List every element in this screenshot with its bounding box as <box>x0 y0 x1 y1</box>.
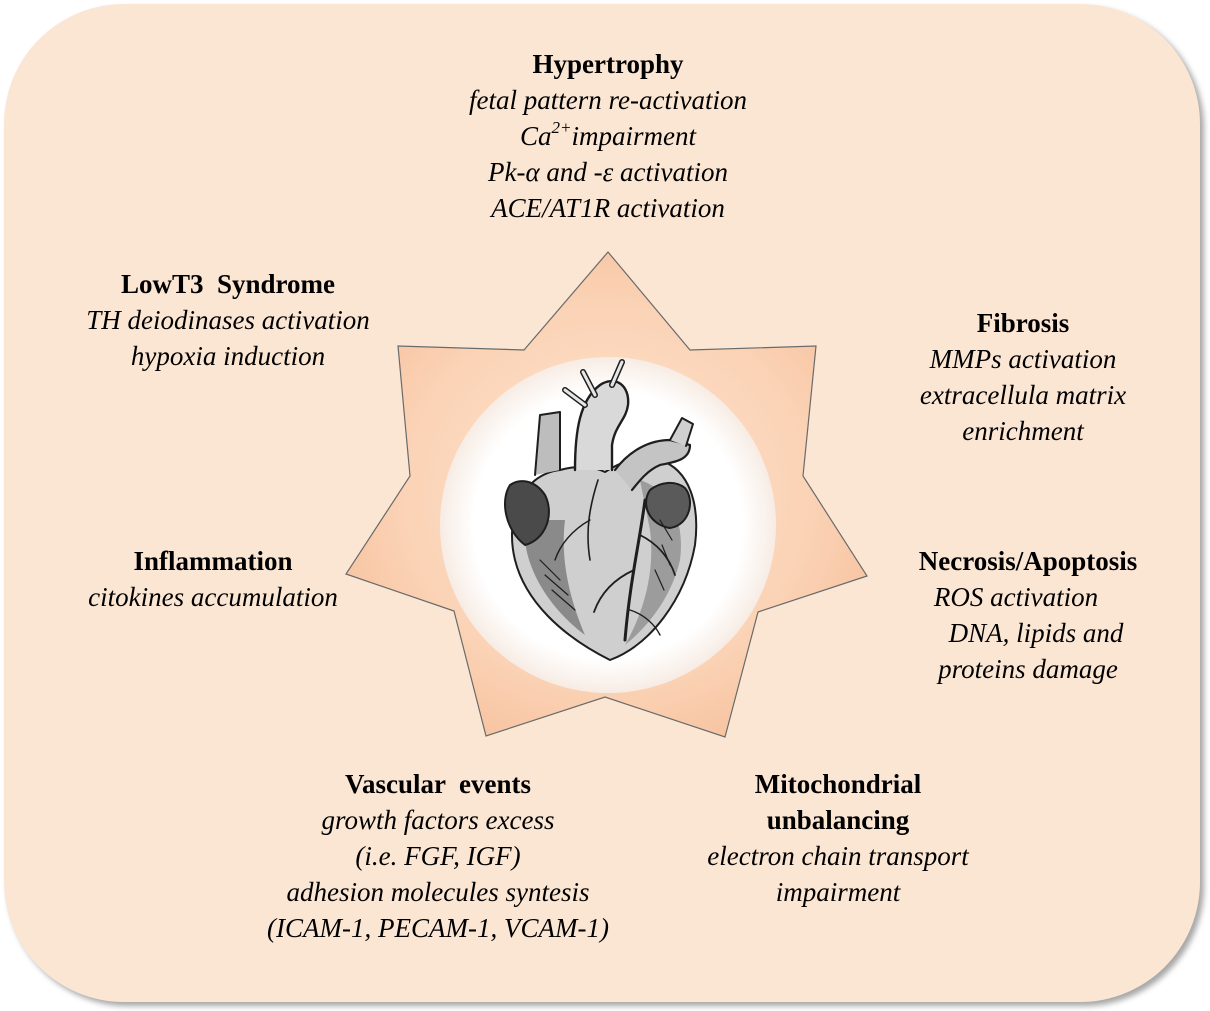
inflammation-title: Inflammation <box>133 546 293 576</box>
hypertrophy-line-4: ACE/AT1R activation <box>491 193 725 223</box>
necrosis-line-3: proteins damage <box>938 654 1118 684</box>
lowt3-line-1: TH deiodinases activation <box>86 305 370 335</box>
mitochondrial-line-1: electron chain transport <box>707 841 969 871</box>
calcium-charge: 2+ <box>551 118 572 137</box>
hypertrophy-block: Hypertrophy fetal pattern re-activation … <box>408 46 808 226</box>
vascular-block: Vascular events growth factors excess (i… <box>228 766 648 946</box>
mitochondrial-title-line-1: Mitochondrial <box>754 769 922 799</box>
hypertrophy-title: Hypertrophy <box>532 49 684 79</box>
vascular-line-2: (i.e. FGF, IGF) <box>355 841 521 871</box>
inflammation-line-1: citokines accumulation <box>88 582 338 612</box>
lowt3-block: LowT3 Syndrome TH deiodinases activation… <box>48 266 408 374</box>
lowt3-line-2: hypoxia induction <box>130 341 326 371</box>
hypertrophy-line-3: Pk-α and -ε activation <box>488 157 728 187</box>
fibrosis-line-3: enrichment <box>962 416 1084 446</box>
hypertrophy-line-2: Ca2+impairment <box>408 118 808 154</box>
fibrosis-title: Fibrosis <box>976 308 1070 338</box>
mitochondrial-title-line-2: unbalancing <box>766 805 910 835</box>
vascular-line-3: adhesion molecules syntesis <box>286 877 590 907</box>
fibrosis-block: Fibrosis MMPs activation extracellula ma… <box>888 305 1158 449</box>
lowt3-title: LowT3 Syndrome <box>120 269 336 299</box>
necrosis-title: Necrosis/Apoptosis <box>918 546 1138 576</box>
necrosis-block: Necrosis/Apoptosis ROS activation DNA, l… <box>878 543 1178 687</box>
necrosis-line-1: ROS activation <box>933 582 1099 612</box>
vascular-line-4: (ICAM-1, PECAM-1, VCAM-1) <box>267 913 609 943</box>
necrosis-line-2: DNA, lipids and <box>948 618 1124 648</box>
fibrosis-line-2: extracellula matrix <box>919 380 1127 410</box>
vascular-title: Vascular events <box>344 769 531 799</box>
fibrosis-line-1: MMPs activation <box>929 344 1117 374</box>
calcium-impairment: impairment <box>571 121 697 151</box>
vascular-line-1: growth factors excess <box>321 805 555 835</box>
calcium-symbol: Ca <box>520 121 552 151</box>
inflammation-block: Inflammation citokines accumulation <box>58 543 368 615</box>
hypertrophy-line-1: fetal pattern re-activation <box>469 85 747 115</box>
mitochondrial-block: Mitochondrial unbalancing electron chain… <box>668 766 1008 910</box>
mitochondrial-line-2: impairment <box>775 877 901 907</box>
heart-icon <box>504 359 698 661</box>
